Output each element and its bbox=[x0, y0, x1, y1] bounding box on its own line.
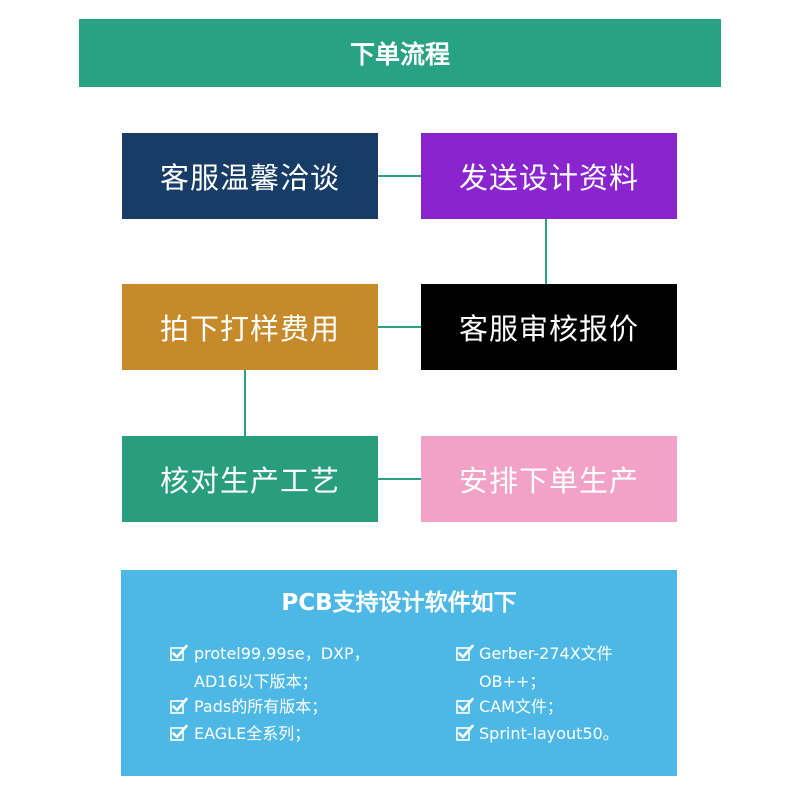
step-label: 安排下单生产 bbox=[458, 464, 639, 498]
connector-5-6 bbox=[378, 478, 421, 480]
software-item: Sprint-layout50。 bbox=[479, 724, 619, 743]
check-icon bbox=[170, 724, 188, 742]
step-customer-consult: 客服温馨洽谈 bbox=[122, 133, 378, 219]
check-icon bbox=[456, 697, 474, 715]
check-icon bbox=[456, 644, 474, 662]
step-verify-process: 核对生产工艺 bbox=[122, 436, 378, 522]
software-item: Gerber-274X文件 bbox=[479, 644, 613, 663]
page-title: 下单流程 bbox=[349, 40, 450, 69]
header-banner: 下单流程 bbox=[79, 19, 721, 87]
connector-3-5 bbox=[244, 369, 246, 437]
check-icon bbox=[170, 697, 188, 715]
step-label: 拍下打样费用 bbox=[159, 312, 340, 346]
step-pay-sample-fee: 拍下打样费用 bbox=[122, 284, 378, 370]
step-label: 核对生产工艺 bbox=[159, 464, 340, 498]
software-item-cont: OB++； bbox=[479, 672, 546, 691]
step-label: 客服审核报价 bbox=[458, 312, 639, 346]
software-item-cont: AD16以下版本； bbox=[194, 672, 318, 691]
step-label: 客服温馨洽谈 bbox=[159, 161, 340, 195]
software-item: EAGLE全系列； bbox=[194, 724, 311, 743]
step-review-quote: 客服审核报价 bbox=[421, 284, 677, 370]
panel-title: PCB支持设计软件如下 bbox=[281, 590, 517, 616]
software-item: Pads的所有版本； bbox=[194, 697, 328, 716]
supported-software-panel: PCB支持设计软件如下 protel99,99se，DXP， AD16以下版本；… bbox=[121, 570, 677, 776]
step-send-design-files: 发送设计资料 bbox=[421, 133, 677, 219]
software-item: protel99,99se，DXP， bbox=[194, 644, 370, 663]
check-icon bbox=[456, 724, 474, 742]
software-item: CAM文件； bbox=[479, 697, 563, 716]
connector-4-3 bbox=[378, 326, 421, 328]
check-icon bbox=[170, 644, 188, 662]
step-label: 发送设计资料 bbox=[458, 161, 639, 195]
connector-2-4 bbox=[545, 218, 547, 284]
connector-1-2 bbox=[378, 175, 421, 177]
step-arrange-production: 安排下单生产 bbox=[421, 436, 677, 522]
